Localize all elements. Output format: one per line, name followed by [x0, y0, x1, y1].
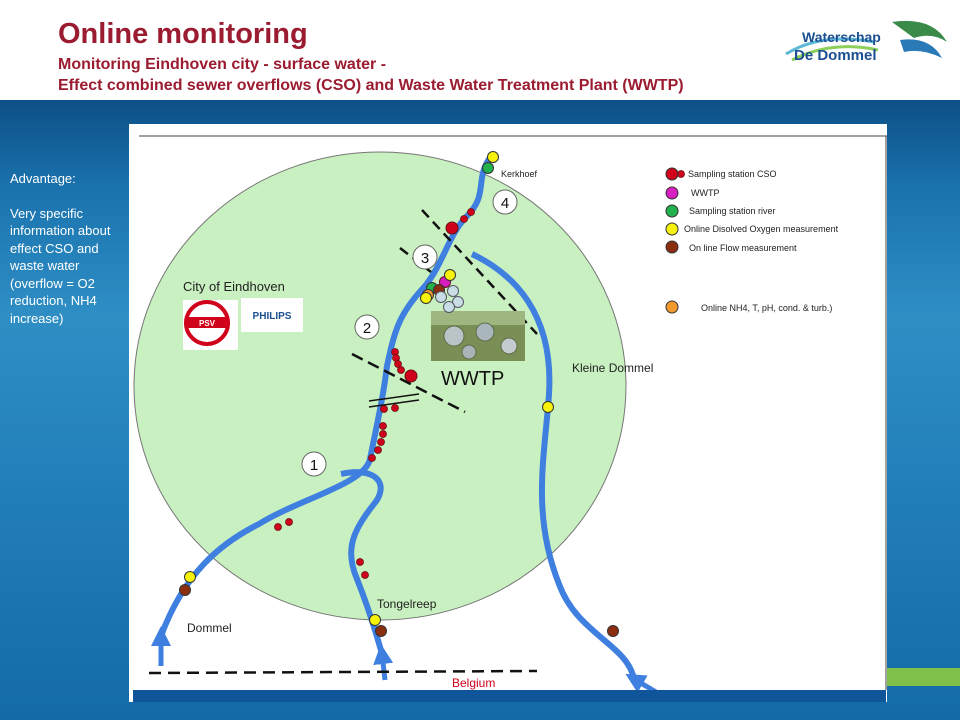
- header: Online monitoring Monitoring Eindhoven c…: [0, 0, 960, 100]
- cso-station-north: [445, 221, 459, 235]
- kerkhoef-river-station: [482, 162, 494, 174]
- belgium-border: [148, 669, 538, 675]
- legend-do-label: Online Disolved Oxygen measurement: [684, 224, 839, 234]
- section-line-4: [421, 209, 538, 335]
- wwtp-basin-3: [452, 296, 464, 308]
- psv-label: PSV: [199, 319, 216, 328]
- advantage-heading: Advantage:: [10, 171, 76, 186]
- dommel-flow-sensor: [179, 584, 191, 596]
- kleine-dommel-label: Kleine Dommel: [572, 361, 653, 375]
- map-panel: City of Eindhoven PSV PHILIPS WWTP Kerkh…: [129, 124, 887, 702]
- station-4-marker: 4: [492, 189, 518, 215]
- tongelreep-arrow-icon: [373, 644, 394, 681]
- station-1-marker: 1: [301, 451, 327, 477]
- legend-wwtp-label: WWTP: [691, 188, 720, 198]
- station-3-marker: 3: [412, 244, 438, 270]
- legend-cso-label: Sampling station CSO: [688, 169, 777, 179]
- dommel-label: Dommel: [187, 621, 232, 635]
- legend-nh4-label: Online NH4, T, pH, cond. & turb.): [701, 303, 832, 313]
- legend-do-swatch: [665, 222, 679, 236]
- kerkhoef-do-sensor: [487, 151, 499, 163]
- svg-text:1: 1: [310, 457, 318, 474]
- waterschap-logo: Waterschap De Dommel: [785, 20, 947, 64]
- legend-river-label: Sampling station river: [689, 206, 776, 216]
- wwtp-do-sensor: [444, 269, 456, 281]
- cso-station-south: [404, 369, 418, 383]
- logo-line-2: De Dommel: [794, 47, 877, 64]
- section-line-2: [351, 352, 466, 414]
- logo-line-1: Waterschap: [802, 29, 881, 45]
- wwtp-basin-4: [443, 301, 455, 313]
- legend-wwtp-swatch: [665, 186, 679, 200]
- philips-label: PHILIPS: [253, 311, 292, 322]
- monitoring-map: City of Eindhoven PSV PHILIPS WWTP Kerkh…: [133, 135, 887, 702]
- map-bottom-strip: [133, 690, 886, 702]
- legend-flow-label: On line Flow measurement: [689, 243, 797, 253]
- advantage-sidebar: Advantage: Very specific information abo…: [10, 170, 128, 344]
- legend-cso-swatch: [665, 167, 679, 181]
- city-label: City of Eindhoven: [183, 279, 285, 294]
- belgium-label: Belgium: [452, 676, 495, 690]
- kleine-dommel-arrow-icon: [625, 673, 658, 695]
- svg-text:2: 2: [363, 320, 371, 337]
- page-title: Online monitoring: [58, 18, 308, 50]
- bridge-line-1: [368, 393, 420, 402]
- station-2-marker: 2: [354, 314, 380, 340]
- logo-wave-icon: [785, 37, 875, 56]
- green-strip: [887, 668, 960, 686]
- logo-fish-icon: [892, 20, 947, 42]
- subtitle-line-2: Effect combined sewer overflows (CSO) an…: [58, 77, 684, 94]
- legend: Sampling station CSO WWTP Sampling stati…: [665, 167, 839, 314]
- cso-sampling-points: [274, 170, 685, 579]
- svg-text:4: 4: [501, 195, 509, 212]
- wwtp-do-sensor-2: [420, 292, 432, 304]
- legend-flow-swatch: [665, 240, 679, 254]
- legend-nh4-swatch: [665, 300, 679, 314]
- subtitle-line-1: Monitoring Eindhoven city - surface wate…: [58, 56, 387, 73]
- tongelreep-river: [340, 469, 385, 655]
- bridge-line-2: [368, 399, 420, 408]
- dommel-do-sensor: [184, 571, 196, 583]
- svg-text:3: 3: [421, 250, 429, 267]
- philips-logo: [241, 298, 303, 332]
- kleine-dommel-river: [470, 251, 637, 680]
- tongelreep-do-sensor: [369, 614, 381, 626]
- tongelreep-label: Tongelreep: [377, 597, 437, 611]
- wwtp-basin-1: [447, 285, 459, 297]
- legend-river-swatch: [665, 204, 679, 218]
- kleine-dommel-do-sensor: [542, 401, 554, 413]
- advantage-text: Very specific information about effect C…: [10, 205, 111, 326]
- wwtp-basin-2: [435, 291, 447, 303]
- kleine-dommel-flow-sensor: [607, 625, 619, 637]
- kerkhoef-label: Kerkhoef: [501, 169, 538, 179]
- tongelreep-flow-sensor: [375, 625, 387, 637]
- wwtp-label: WWTP: [441, 368, 504, 390]
